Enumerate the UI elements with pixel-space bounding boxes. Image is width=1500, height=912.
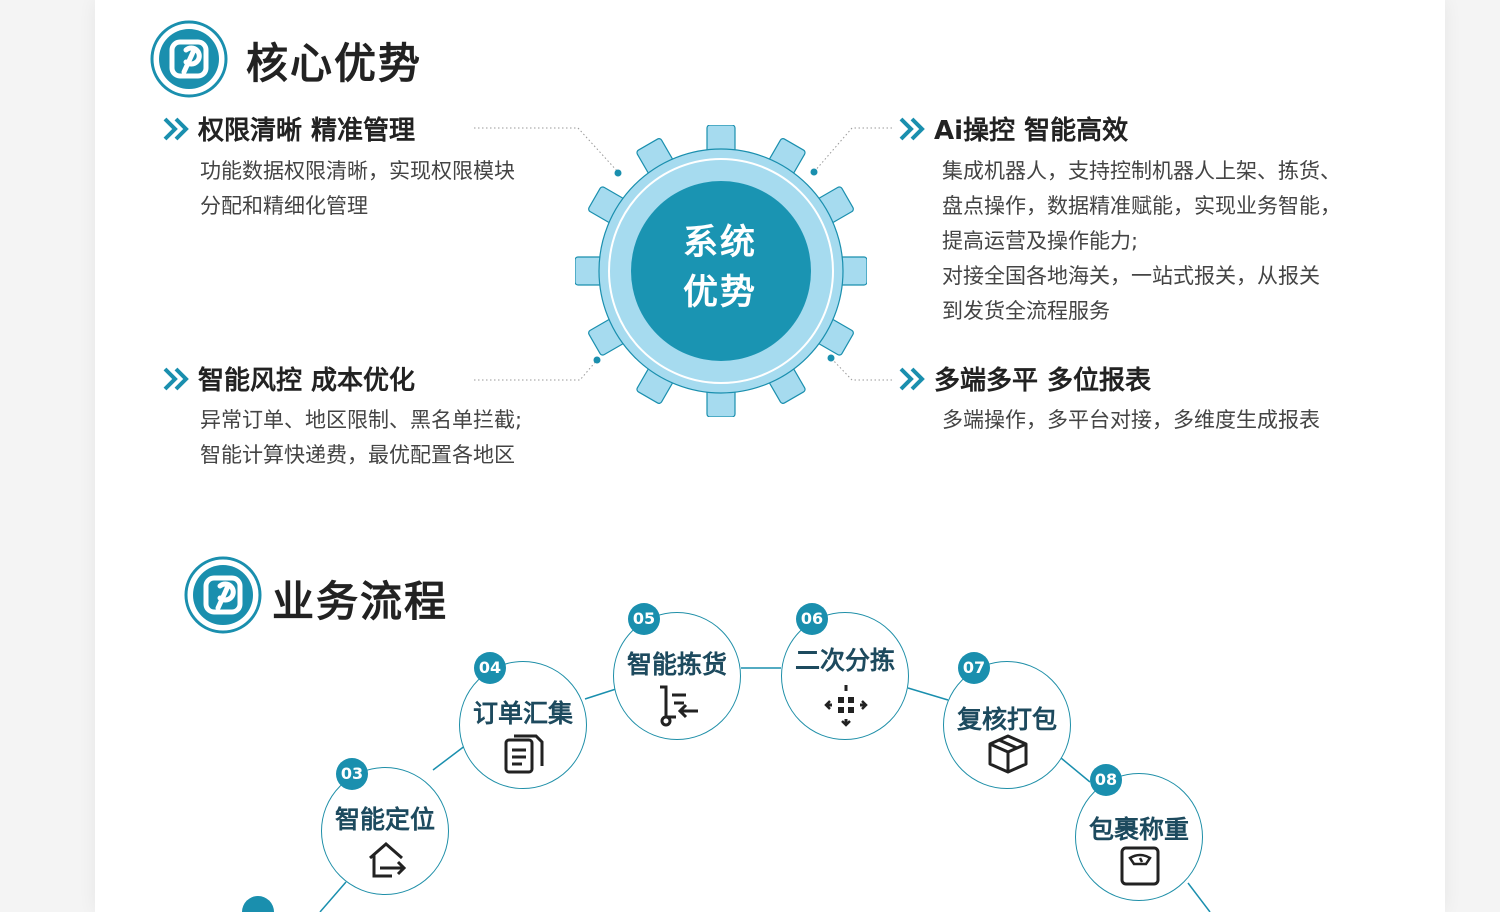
process-step-packing: 07 复核打包: [943, 652, 1071, 789]
core-section-title: 核心优势: [246, 39, 423, 88]
gear-graphic: [575, 125, 867, 417]
content-card: [95, 0, 1445, 912]
feature-desc-multiplatform: 多端操作，多平台对接，多维度生成报表: [942, 408, 1320, 432]
brand-logo-icon: [150, 20, 228, 98]
cart-arrow-icon: [660, 685, 698, 727]
double-chevron-icon: [899, 117, 925, 140]
double-chevron-icon: [899, 367, 925, 390]
box-icon: [988, 734, 1028, 774]
scale-icon: [1120, 846, 1160, 886]
grid-arrows-icon: [824, 685, 868, 727]
process-step-weighing: 08 包裹称重: [1075, 764, 1203, 901]
process-connector-lines: [242, 667, 1211, 912]
feature-title-ai: Ai操控 智能高效: [898, 110, 1128, 147]
feature-desc-risk: 异常订单、地区限制、黑名单拦截; 智能计算快递费，最优配置各地区: [200, 408, 523, 467]
process-step-locate: 03 智能定位: [321, 758, 449, 895]
gear-center-label: 系统 优势: [682, 223, 757, 313]
feature-title-risk: 智能风控 成本优化: [162, 360, 415, 397]
feature-title-permission: 权限清晰 精准管理: [162, 110, 415, 147]
process-step-orders: 04 订单汇集: [459, 652, 587, 789]
connector-lines: [474, 127, 892, 381]
double-chevron-icon: [163, 367, 189, 390]
process-section-title: 业务流程: [272, 577, 449, 626]
feature-desc-permission: 功能数据权限清晰，实现权限模块 分配和精细化管理: [200, 159, 515, 218]
double-chevron-icon: [163, 117, 189, 140]
brand-logo-icon: [184, 556, 262, 634]
house-arrow-icon: [369, 842, 407, 878]
documents-icon: [504, 734, 544, 774]
process-step-picking: 05 智能拣货: [613, 603, 741, 740]
process-step-sorting: 06 二次分拣: [781, 603, 909, 740]
feature-desc-ai: 集成机器人，支持控制机器人上架、拣货、 盘点操作，数据精准赋能，实现业务智能， …: [942, 159, 1341, 323]
feature-title-multiplatform: 多端多平 多位报表: [898, 360, 1151, 397]
